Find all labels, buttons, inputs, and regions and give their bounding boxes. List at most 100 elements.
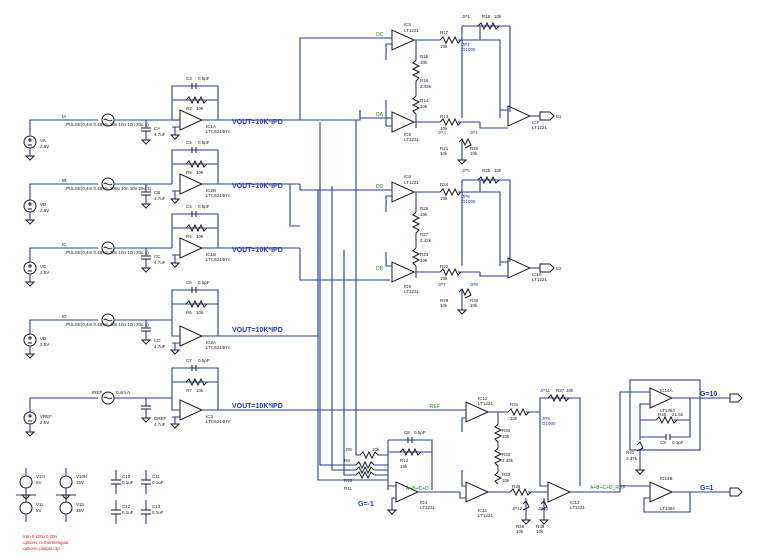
top-r18-value: 10k — [494, 14, 502, 19]
ref-jp9-name: JP9 — [542, 416, 550, 421]
top-r16-value: 2.43k — [420, 84, 432, 89]
source-va-value: 2.5V — [40, 144, 49, 149]
vout-a-label: VOUT=10K*IPD — [232, 119, 283, 126]
ref-jp9-value: G1000 — [542, 421, 556, 426]
mid-ic9-name: IC9 — [404, 284, 412, 289]
ref-r31-name: R31 — [510, 402, 519, 407]
mid-r25-value: 10k — [494, 168, 502, 173]
net-db: DB — [376, 266, 384, 272]
net-abcd-ref: A+B+C+D_REF — [590, 485, 625, 491]
opamp-ic8-symbol — [391, 111, 416, 133]
mid-diff-block: DD DB IC6 LT1221 IC9 LT1221 IC10 LT1221 … — [376, 168, 562, 315]
gain-block: IC14A LT1364 IC14B LT1364 R40 21.5k C9 0… — [619, 379, 743, 513]
top-r20-value: 10k — [470, 151, 478, 156]
mid-jp6-value: G1000 — [462, 199, 476, 204]
top-jp1-name: JP1 — [462, 14, 470, 19]
sum-r12-value: 10k — [400, 464, 408, 469]
ref-ic11-name: IC11 — [478, 508, 488, 513]
mid-r26-value: 10k — [420, 212, 428, 217]
supply-c11-value: 0.1uF — [152, 480, 164, 485]
sum-r10-name: R10 — [344, 478, 353, 483]
ref-jp12-name: JP12 — [512, 506, 523, 511]
ref-r32-value: 10k — [502, 478, 510, 483]
amp-ic3-name: IC3 — [206, 414, 214, 419]
sum-r8-value: 10k — [372, 447, 380, 452]
supply-v1h-value: 5V — [36, 480, 42, 485]
note-line2: .options, n=thermengout — [22, 540, 69, 545]
top-ic5-name: IC5 — [404, 22, 412, 27]
source-vb-value: 2.5V — [40, 208, 49, 213]
ref-jp11-name: JP11 — [540, 388, 550, 393]
source-ia-pulse: PULSE(0.4m 0.406m 10u 10n 10n 20u 1) — [66, 122, 149, 127]
amp-ic1b-name: IC1B — [206, 252, 216, 257]
supply-c13-name: C13 — [152, 504, 161, 509]
ref-ic13-name: IC13 — [570, 500, 580, 505]
net-ref: REF — [430, 404, 440, 410]
net-abcd: A+B+C+D — [406, 486, 429, 492]
note-line3: .options, plotpnt=1p — [22, 546, 60, 551]
supply-block: V1H 5V V1L 5V V10H 15V V1b 15V C10 0.1uF… — [16, 468, 164, 524]
top-r17-value: 10k — [440, 44, 448, 49]
top-r18-name: R18 — [482, 14, 491, 19]
supply-v1l-name: V1L — [36, 502, 45, 507]
mid-jp7-name: JP7 — [438, 282, 446, 287]
cap-cb-name: CB — [154, 190, 160, 195]
output-e2-label: E2 — [556, 266, 562, 271]
sum-ic4-name: IC4 — [420, 500, 428, 505]
source-vref-value: 2.5V — [40, 420, 49, 425]
source-iref-value: 0.4m A — [116, 390, 130, 395]
supply-v1h-name: V1H — [36, 474, 45, 479]
channel-b: IB PULSE(0.4m 0.406m 100u 10n 10n 20u 1)… — [23, 140, 300, 225]
top-jp3-name: JP3 — [438, 130, 446, 135]
mid-r26-name: R26 — [420, 206, 429, 211]
source-vd-value: 2.5V — [40, 342, 49, 347]
supply-v10h-name: V10H — [76, 474, 87, 479]
source-ia-label: IA — [62, 114, 66, 119]
opamp-ic13-symbol — [547, 481, 572, 503]
gain-ic14b-model: LT1364 — [660, 506, 675, 511]
gain-ic14a-model: LT1364 — [660, 408, 675, 413]
output-e2-arrow — [539, 263, 555, 273]
supply-c12-name: C12 — [122, 504, 131, 509]
ref-r38-value: 10k — [536, 529, 544, 534]
fres-r4-name: R4 — [186, 234, 192, 239]
mid-r24-value: 10k — [440, 196, 448, 201]
channel-a: IA PULSE(0.4m 0.406m 10u 10n 10n 20u 1) … — [23, 76, 300, 161]
vout-ref-label: VOUT=10K*IPD — [232, 403, 283, 410]
fcap-c4-value: 0.5pF — [198, 204, 210, 209]
top-r21-value: 10k — [440, 151, 448, 156]
vout-d-label: VOUT=10K*IPD — [232, 327, 283, 334]
top-ic8-name: IC8 — [404, 132, 412, 137]
ref-r34-name: R34 — [502, 428, 511, 433]
fcap-c3-name: C3 — [186, 76, 192, 81]
mid-r29-value: 10k — [440, 303, 448, 308]
fcap-c7-name: C7 — [186, 358, 192, 363]
cap-cc-name: CC — [154, 254, 161, 259]
ref-r35-name: R35 — [512, 484, 521, 489]
sum-c8-name: C8 — [404, 430, 410, 435]
mid-jp8-name: JP8 — [470, 282, 478, 287]
amp-ic1a-name: IC1A — [206, 124, 216, 129]
fcap-c3-value: 0.5pF — [198, 76, 210, 81]
source-iref-label: IREF — [92, 390, 103, 395]
opamp-ic5-symbol — [391, 29, 416, 51]
top-r17-name: R17 — [440, 30, 449, 35]
top-jp2-value: G1000 — [462, 47, 476, 52]
ref-ic11-model: LT1221 — [478, 513, 493, 518]
ref-r38-name: R38 — [536, 524, 545, 529]
mid-jp6-name: JP6 — [462, 194, 470, 199]
top-r14-value: 10k — [420, 104, 428, 109]
channel-d: ID PULSE(0.4m 0.406m 40u 10n 10n 20u 1) … — [23, 280, 300, 359]
ref-ic12-model: LT1221 — [478, 401, 493, 406]
ref-r31-value: 10k — [510, 416, 518, 421]
source-ib-label: IB — [62, 178, 66, 183]
sum-ic4-model: LT1221 — [420, 505, 435, 510]
vout-c-label: VOUT=10K*IPD — [232, 247, 283, 254]
mid-r23-name: R23 — [420, 252, 429, 257]
amp-ic2b-name: IC2B — [206, 188, 216, 193]
mid-r22-value: 10k — [440, 276, 448, 281]
output-g10-label: G=10 — [700, 391, 717, 398]
amp-ic2b-model: LTC6244HV — [206, 193, 230, 198]
fres-r7-value: 10k — [196, 388, 204, 393]
top-r13-value: 10k — [440, 126, 448, 131]
